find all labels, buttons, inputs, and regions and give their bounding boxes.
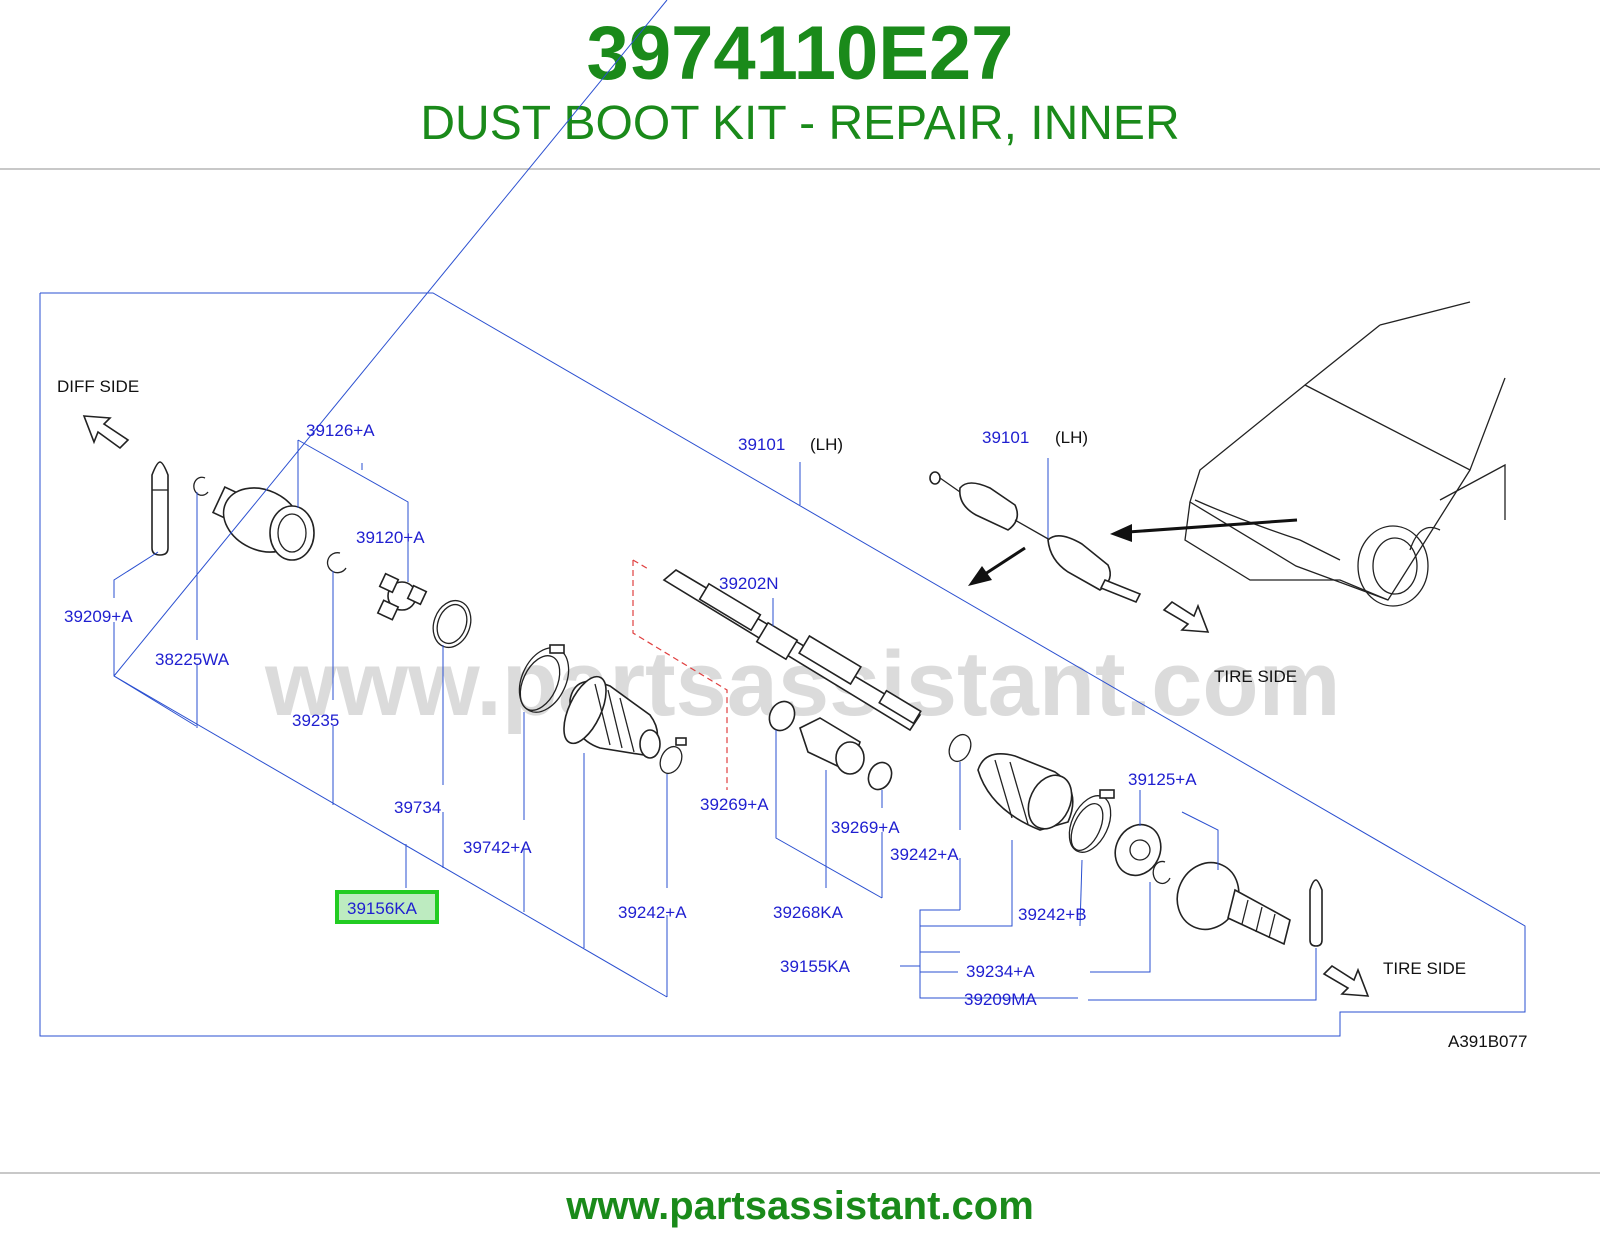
part-39120A-spider[interactable] <box>376 572 428 621</box>
part-39155KA-outer-boot[interactable] <box>977 753 1080 836</box>
lh-label-inset: (LH) <box>1055 428 1088 447</box>
page-header: 3974110E27 DUST BOOT KIT - REPAIR, INNER <box>0 0 1600 168</box>
part-39242B-band[interactable] <box>1061 789 1119 859</box>
part-39156KA-boot[interactable] <box>555 671 661 759</box>
part-39234A-ring[interactable] <box>1152 860 1171 885</box>
part-39269A-bushing-right[interactable] <box>864 759 896 794</box>
callout-39242B[interactable]: 39242+B <box>1018 905 1087 924</box>
callout-39742A[interactable]: 39742+A <box>463 838 532 857</box>
part-39209MA-cap[interactable] <box>1309 879 1323 947</box>
callout-39242A-left[interactable]: 39242+A <box>618 903 687 922</box>
callout-39209A[interactable]: 39209+A <box>64 607 133 626</box>
callout-39101-inset[interactable]: 39101 <box>982 428 1029 447</box>
highlight-box-39156KA[interactable] <box>335 890 439 924</box>
callout-39235[interactable]: 39235 <box>292 711 339 730</box>
tire-side-arrow-icon-bottom <box>1322 964 1370 997</box>
shaft-reference-dashed <box>632 560 728 790</box>
leader-lines <box>113 0 1317 1001</box>
callout-39126A[interactable]: 39126+A <box>306 421 375 440</box>
diagram-code: A391B077 <box>1448 1032 1527 1051</box>
part-outer-joint-assembly[interactable] <box>1166 853 1291 946</box>
callout-39125A[interactable]: 39125+A <box>1128 770 1197 789</box>
callout-39101-main[interactable]: 39101 <box>738 435 785 454</box>
footer-url-link[interactable]: www.partsassistant.com <box>566 1184 1034 1228</box>
part-38225WA-ring[interactable] <box>193 476 209 496</box>
callout-39209MA[interactable]: 39209MA <box>964 990 1037 1009</box>
vehicle-illustration <box>1184 301 1506 607</box>
part-39126A-housing[interactable] <box>211 476 315 564</box>
footer-divider <box>0 1172 1600 1174</box>
callout-39734[interactable]: 39734 <box>394 798 441 817</box>
callout-39234A[interactable]: 39234+A <box>966 962 1035 981</box>
diff-side-arrow-icon <box>82 415 130 450</box>
part-39202N-shaft[interactable] <box>662 569 922 732</box>
callout-39268KA[interactable]: 39268KA <box>773 903 844 922</box>
part-number-title: 3974110E27 <box>586 11 1014 96</box>
arrow-icon-car-to-axle <box>1110 518 1298 542</box>
callout-38225WA[interactable]: 38225WA <box>155 650 230 669</box>
callout-39155KA[interactable]: 39155KA <box>780 957 851 976</box>
part-39209A-cap[interactable] <box>151 461 169 556</box>
tire-side-arrow-icon-top <box>1162 600 1210 633</box>
diff-side-label: DIFF SIDE <box>57 377 139 396</box>
callout-39202N[interactable]: 39202N <box>719 574 779 593</box>
part-description: DUST BOOT KIT - REPAIR, INNER <box>420 97 1180 150</box>
part-39125A-joint[interactable] <box>1107 817 1169 883</box>
tire-side-label-bottom: TIRE SIDE <box>1383 959 1466 978</box>
part-39734-ring[interactable] <box>427 595 477 652</box>
callout-39120A[interactable]: 39120+A <box>356 528 425 547</box>
tire-side-label-top: TIRE SIDE <box>1214 667 1297 686</box>
callout-39269A-left[interactable]: 39269+A <box>700 795 769 814</box>
part-39235-ring[interactable] <box>326 552 347 574</box>
inset-axle-assembly <box>929 471 1142 604</box>
diagram-frame <box>39 292 1526 1037</box>
part-39242A-clamp-right[interactable] <box>945 731 975 765</box>
part-39268KA-damper[interactable] <box>799 717 865 775</box>
callout-39156KA[interactable]: 39156KA <box>347 899 418 918</box>
part-39242A-clamp-left[interactable] <box>656 743 686 777</box>
part-39742A-band[interactable] <box>510 640 579 720</box>
arrow-icon-axle-to-detail <box>968 546 1026 586</box>
header-divider <box>0 168 1600 170</box>
callout-39269A-right[interactable]: 39269+A <box>831 818 900 837</box>
callout-39242A-right[interactable]: 39242+A <box>890 845 959 864</box>
lh-label-main: (LH) <box>810 435 843 454</box>
part-39269A-bushing-left[interactable] <box>765 697 799 734</box>
